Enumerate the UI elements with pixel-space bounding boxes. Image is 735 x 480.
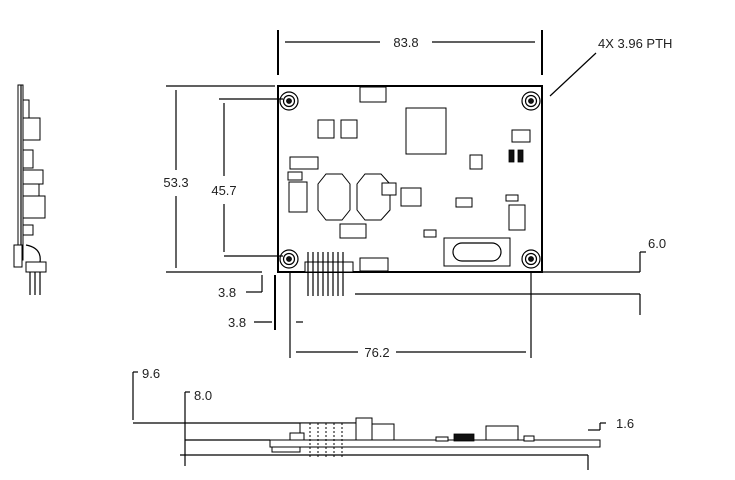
board-top-view: [277, 85, 543, 296]
hole-offset-y-label: 3.8: [218, 285, 236, 300]
board-thickness-label: 1.6: [616, 416, 634, 431]
component-height-label: 8.0: [194, 388, 212, 403]
dimension-labels: 83.8 4X 3.96 PTH 53.3 45.7 3.8 3.8 76.2 …: [163, 35, 672, 360]
dimension-lines: [166, 30, 646, 358]
mounting-hole-br: [521, 249, 541, 269]
pin-header: [304, 252, 354, 296]
side-view-labels: 9.6 8.0 1.6: [142, 366, 634, 431]
hole-note: 4X 3.96 PTH: [598, 36, 672, 51]
pcb-side: [269, 439, 601, 448]
hole-spacing-h-label: 76.2: [364, 345, 389, 360]
hole-offset-x-label: 3.8: [228, 315, 246, 330]
mounting-hole-tl: [279, 91, 299, 111]
edge-view: [13, 84, 47, 295]
width-label: 83.8: [393, 35, 418, 50]
height-label: 53.3: [163, 175, 188, 190]
connector-height-label: 6.0: [648, 236, 666, 251]
mounting-hole-bl: [279, 249, 299, 269]
overall-height-label: 9.6: [142, 366, 160, 381]
hole-spacing-v-label: 45.7: [211, 183, 236, 198]
pcb-outline: [277, 85, 543, 273]
side-view: [132, 371, 606, 470]
mounting-hole-tr: [521, 91, 541, 111]
